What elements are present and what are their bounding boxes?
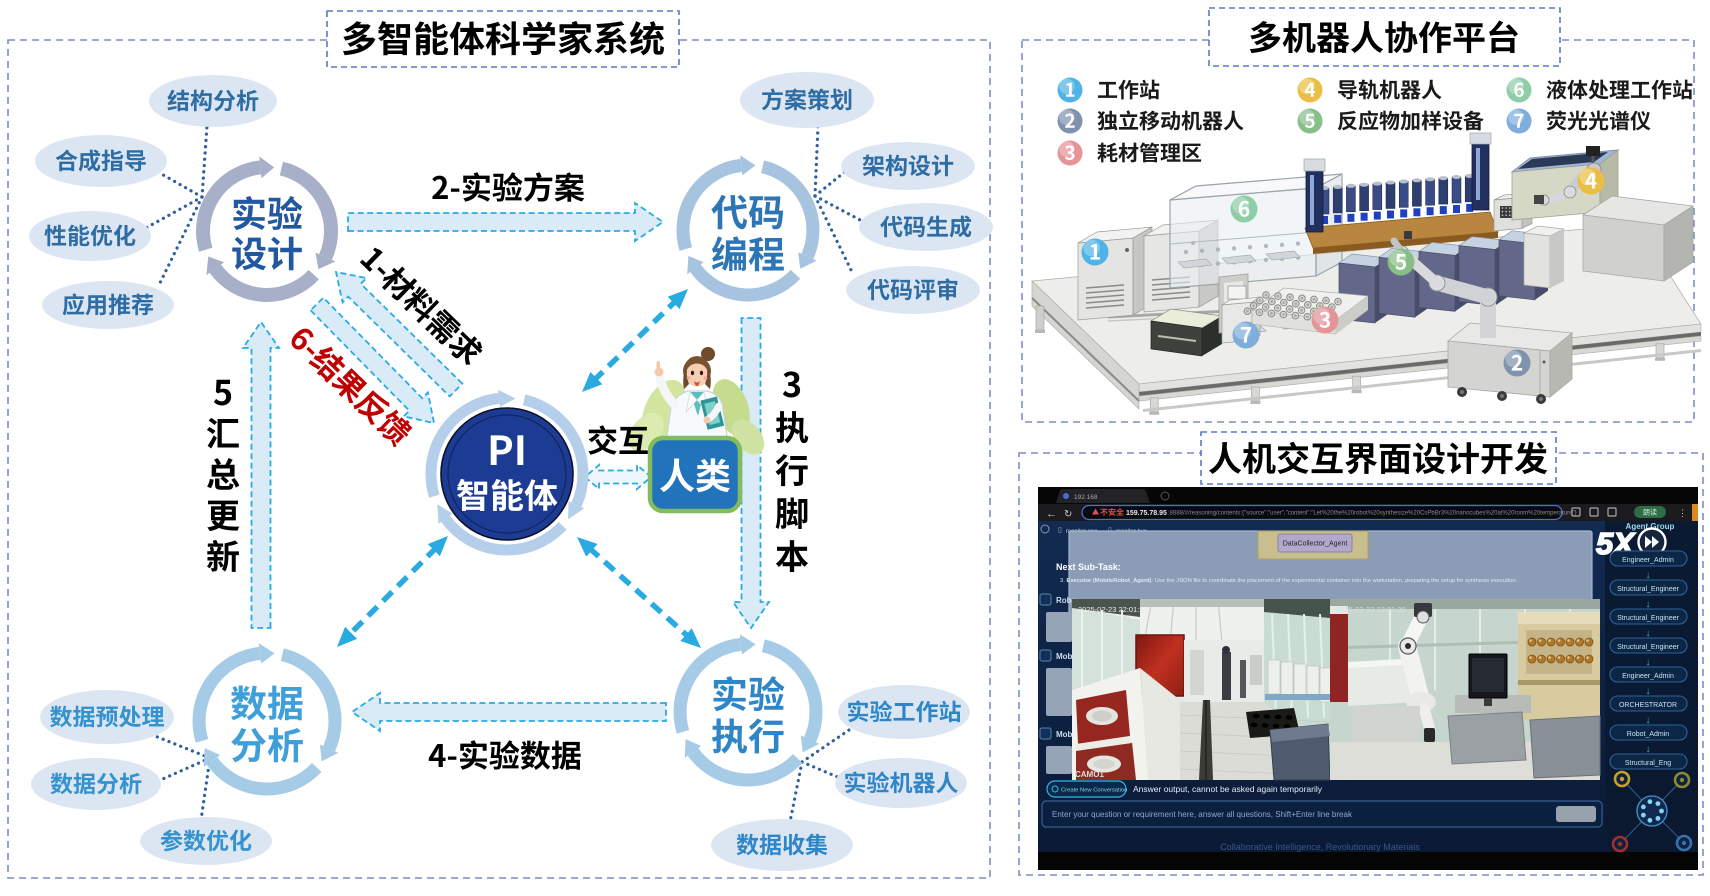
svg-text:3. Executor (MobileRobot_Agent: 3. Executor (MobileRobot_Agent): Use the… xyxy=(1060,578,1518,584)
svg-text:↓: ↓ xyxy=(1646,570,1651,581)
svg-text:Structural_Engineer: Structural_Engineer xyxy=(1617,586,1680,593)
svg-text:Answer output, cannot be asked: Answer output, cannot be asked again tem… xyxy=(1133,784,1323,794)
svg-text:Structural_Eng: Structural_Eng xyxy=(1625,760,1671,767)
svg-text:Engineer_Admin: Engineer_Admin xyxy=(1622,557,1674,564)
svg-text:Mobi: Mobi xyxy=(1056,730,1075,739)
svg-text:↓: ↓ xyxy=(1646,715,1651,726)
svg-text:Create New Conversation: Create New Conversation xyxy=(1061,788,1127,794)
svg-text:⋮: ⋮ xyxy=(1678,508,1687,518)
svg-text:DataCollector_Agent: DataCollector_Agent xyxy=(1283,541,1348,548)
svg-text:192.168: 192.168 xyxy=(1074,494,1098,501)
svg-text:▯: ▯ xyxy=(1058,527,1062,534)
svg-text:Robot_Admin: Robot_Admin xyxy=(1627,731,1670,738)
svg-text:↓: ↓ xyxy=(1646,744,1651,755)
svg-text:Mobi: Mobi xyxy=(1056,652,1075,661)
svg-text::8888/#/reasoning/contents:{"s: :8888/#/reasoning/contents:{"source":"us… xyxy=(1168,511,1577,517)
svg-text:↓: ↓ xyxy=(1646,599,1651,610)
svg-text:Collaborative Intelligence, Re: Collaborative Intelligence, Revolutionar… xyxy=(1220,842,1420,852)
svg-text:CAMO1: CAMO1 xyxy=(1333,770,1362,779)
svg-text:Structural_Engineer: Structural_Engineer xyxy=(1617,615,1680,622)
svg-text:Engineer_Admin: Engineer_Admin xyxy=(1622,673,1674,680)
svg-text:Agent Group: Agent Group xyxy=(1626,522,1675,531)
svg-text:←: ← xyxy=(1046,508,1057,520)
svg-text:Enter your question or require: Enter your question or requirement here,… xyxy=(1052,810,1353,819)
svg-text:ORCHESTRATOR: ORCHESTRATOR xyxy=(1619,702,1677,709)
svg-text:2025-02-23 22:01:18: 2025-02-23 22:01:18 xyxy=(1078,605,1148,614)
svg-text:CAMO1: CAMO1 xyxy=(1075,770,1104,779)
svg-text:朗读: 朗读 xyxy=(1643,508,1657,517)
svg-text:Structural_Engineer: Structural_Engineer xyxy=(1617,644,1680,651)
svg-text:↓: ↓ xyxy=(1646,686,1651,697)
svg-text:2025-02-23 22:01:20: 2025-02-23 22:01:20 xyxy=(1336,605,1406,614)
svg-text:Robo: Robo xyxy=(1056,596,1077,605)
svg-text:159.75.78.95: 159.75.78.95 xyxy=(1126,510,1167,517)
svg-text:↓: ↓ xyxy=(1646,628,1651,639)
svg-text:↻: ↻ xyxy=(1064,509,1072,520)
svg-text:↓: ↓ xyxy=(1646,657,1651,668)
svg-text:Next Sub-Task:: Next Sub-Task: xyxy=(1056,562,1121,572)
